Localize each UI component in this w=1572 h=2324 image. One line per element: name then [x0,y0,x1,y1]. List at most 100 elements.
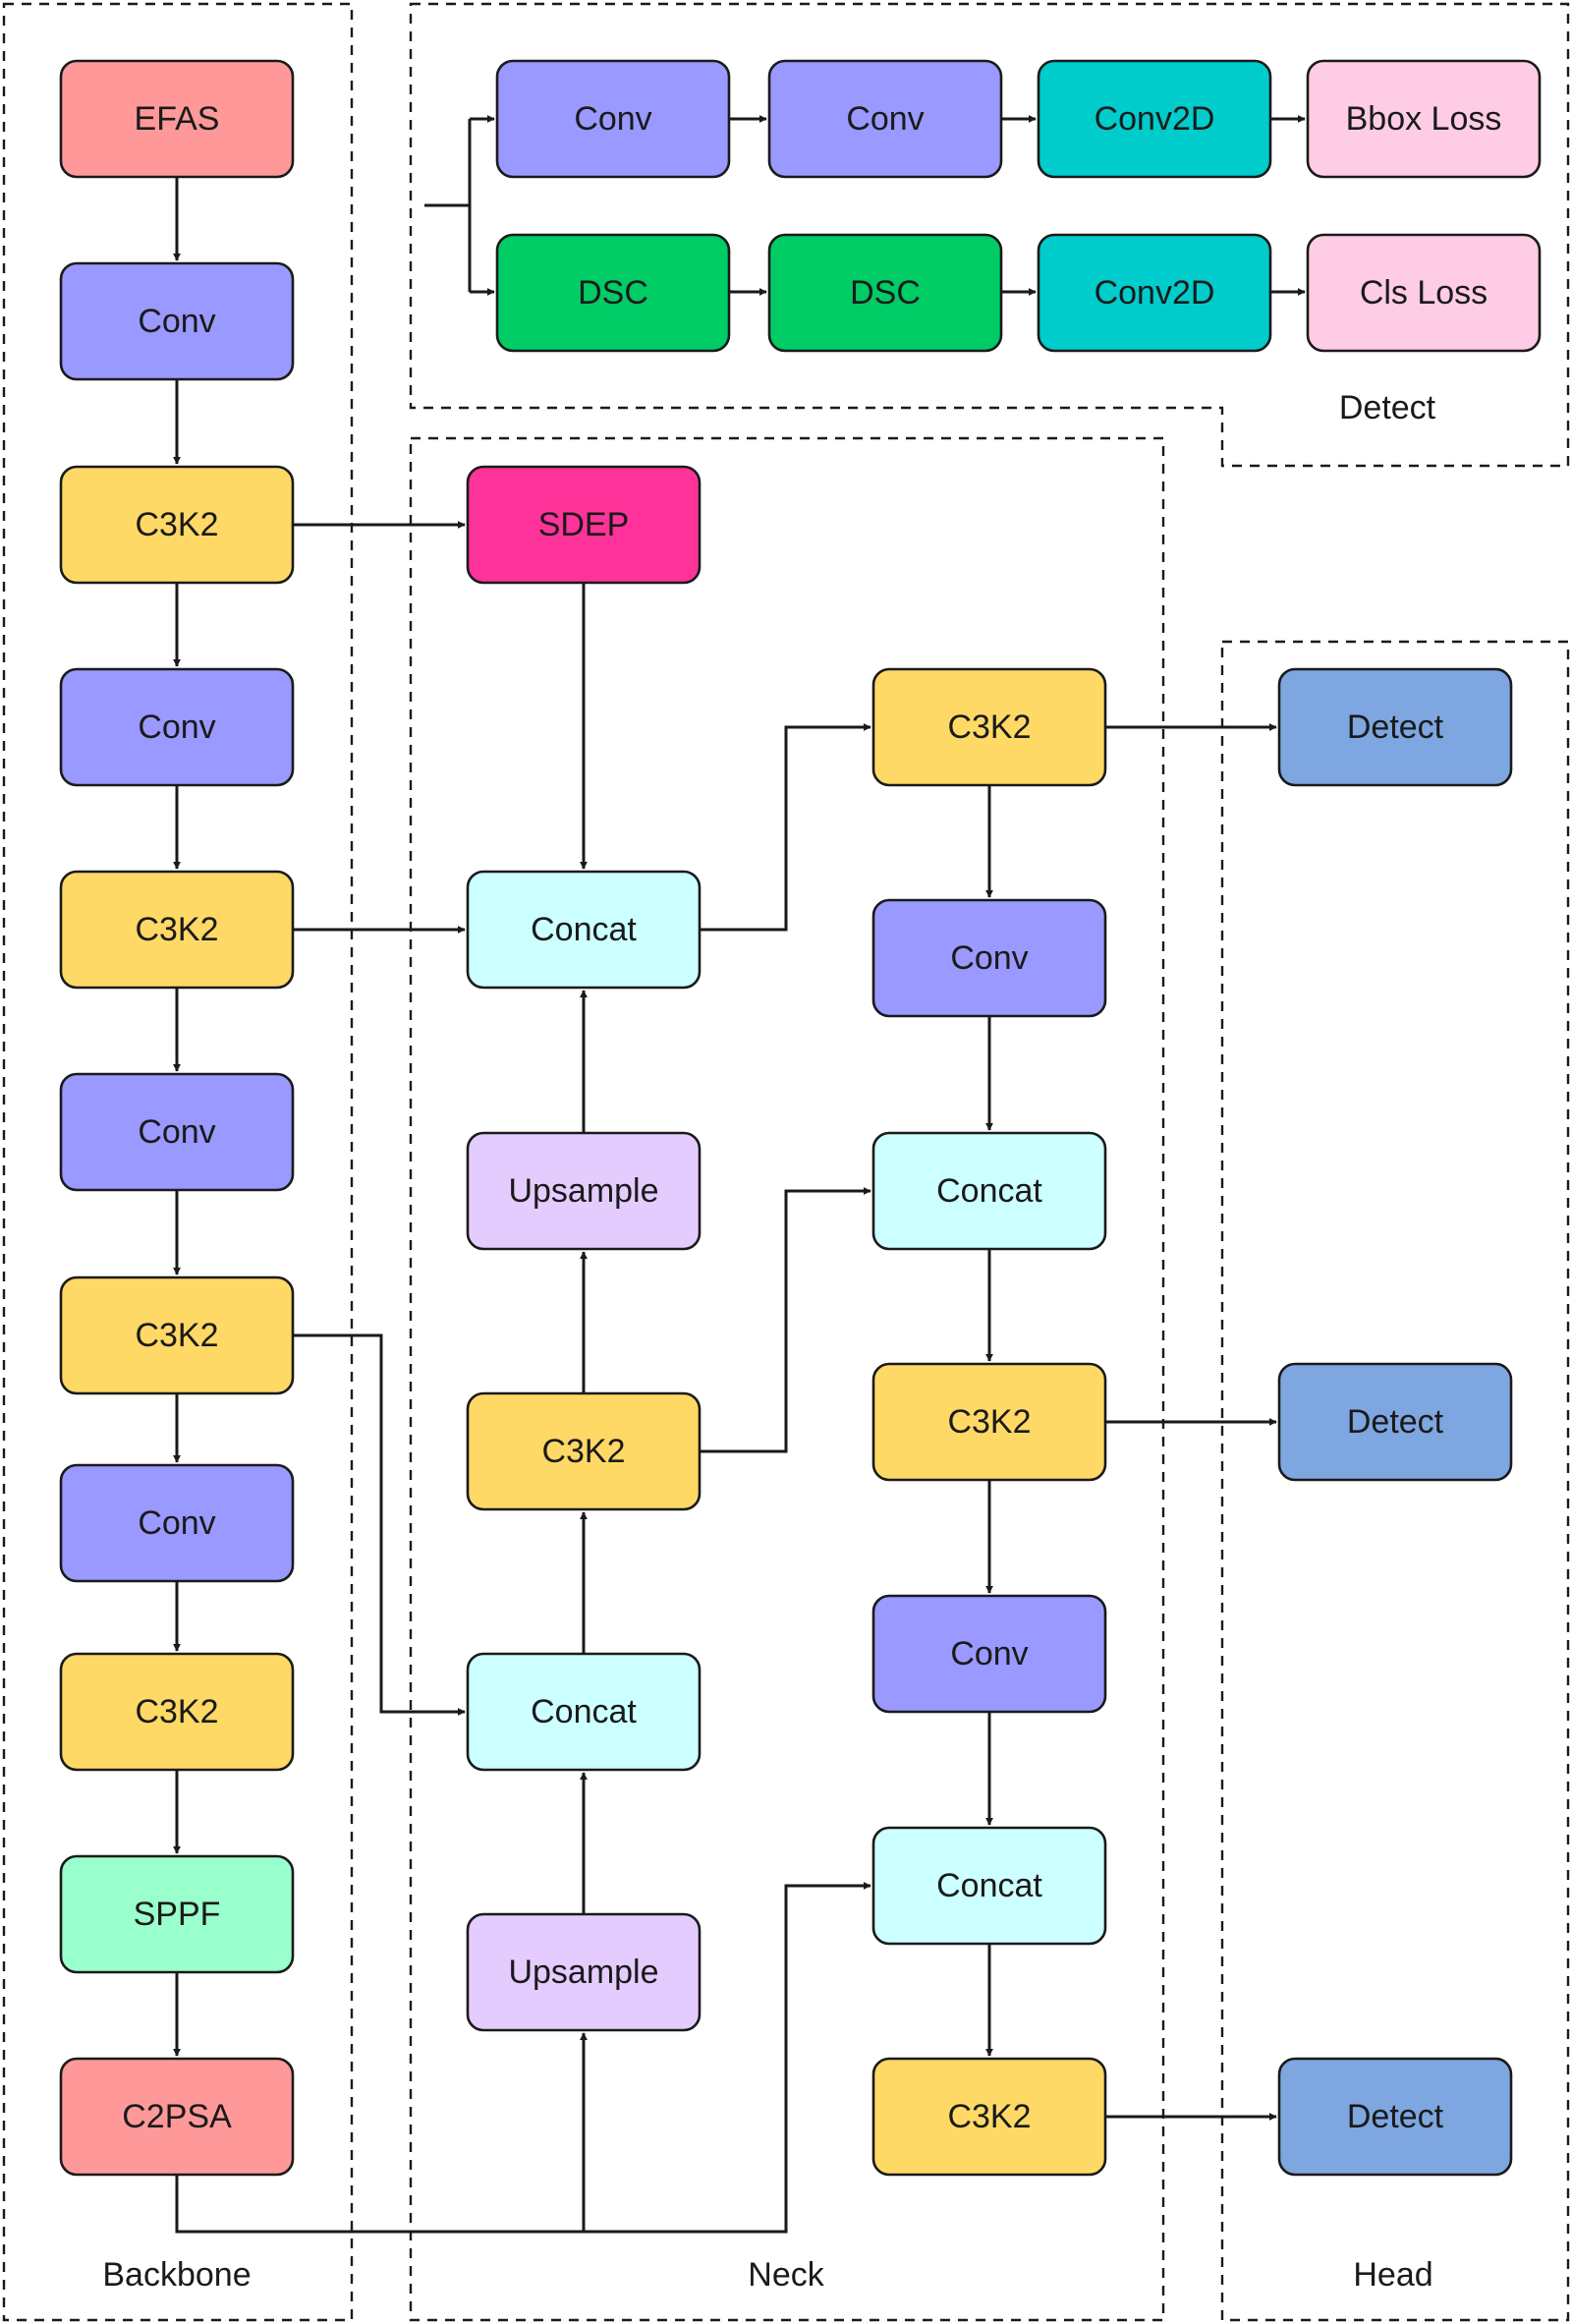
neck-upsample-1-label: Upsample [508,1172,658,1210]
neck-concat-2-label: Concat [531,1693,637,1730]
head-detect-3: Detect [1277,2057,1513,2177]
sdep-block-box [466,465,702,585]
backbone-conv-2-label: Conv [138,709,215,746]
neck-concat-p3-box [871,1826,1107,1946]
c2psa-block-label: C2PSA [122,2098,232,2135]
head-detect-3-label: Detect [1347,2098,1444,2135]
head-detect-2-label: Detect [1347,1403,1444,1441]
sppf-block-label: SPPF [134,1896,221,1933]
detect-conv-1-label: Conv [574,100,651,138]
backbone-c3k2-4-box [59,1652,295,1772]
bbox-loss-block-label: Bbox Loss [1346,100,1502,138]
backbone-c3k2-3-label: C3K2 [135,1317,218,1354]
backbone-conv-3: Conv [59,1072,295,1192]
cls-loss-block: Cls Loss [1306,233,1542,353]
neck-c3k2-p1-label: C3K2 [947,709,1031,746]
flow-arrow [700,723,871,932]
neck-concat-1-box [466,870,702,990]
head-detect-1: Detect [1277,667,1513,787]
sppf-block: SPPF [59,1854,295,1974]
sppf-block-box [59,1854,295,1974]
head-detect-1-box [1277,667,1513,787]
backbone-conv-1-box [59,261,295,381]
detect-conv-2-box [767,59,1003,179]
backbone-c3k2-2-label: C3K2 [135,911,218,948]
detect-conv2d-2-label: Conv2D [1095,274,1215,312]
backbone-c3k2-1-label: C3K2 [135,506,218,543]
neck-region: Neck [409,436,1165,2322]
detect-dsc-1-box [495,233,731,353]
efas-block-label: EFAS [135,100,220,138]
detect-conv-2-label: Conv [846,100,924,138]
head-region: Head [1220,640,1570,2322]
neck-concat-p3: Concat [871,1826,1107,1946]
backbone-conv-2-box [59,667,295,787]
backbone-c3k2-4-label: C3K2 [135,1693,218,1730]
neck-c3k2-a-label: C3K2 [541,1433,625,1470]
backbone-conv-1: Conv [59,261,295,381]
detect-dsc-1: DSC [495,233,731,353]
neck-c3k2-p1: C3K2 [871,667,1107,787]
backbone-c3k2-3-box [59,1275,295,1395]
neck-c3k2-p3: C3K2 [871,2057,1107,2177]
head-detect-3-box [1277,2057,1513,2177]
head-detect-2-box [1277,1362,1513,1482]
backbone-region-border [2,2,354,2322]
neck-c3k2-p2: C3K2 [871,1362,1107,1482]
neck-conv-p1-label: Conv [950,939,1028,977]
neck-c3k2-p2-label: C3K2 [947,1403,1031,1441]
backbone-region: Backbone [2,2,354,2322]
neck-c3k2-p1-box [871,667,1107,787]
backbone-conv-3-label: Conv [138,1113,215,1151]
detect-dsc-2: DSC [767,233,1003,353]
neck-conv-p2-label: Conv [950,1635,1028,1672]
sdep-block-label: SDEP [538,506,630,543]
sdep-block: SDEP [466,465,702,585]
backbone-conv-4: Conv [59,1463,295,1583]
detect-dsc-2-label: DSC [850,274,921,312]
neck-conv-p2: Conv [871,1594,1107,1714]
neck-upsample-1-box [466,1131,702,1251]
neck-upsample-1: Upsample [466,1131,702,1251]
backbone-conv-2: Conv [59,667,295,787]
neck-concat-p2-box [871,1131,1107,1251]
backbone-conv-1-label: Conv [138,303,215,340]
neck-region-border [409,436,1165,2322]
neck-conv-p1-box [871,898,1107,1018]
neck-conv-p2-box [871,1594,1107,1714]
neck-c3k2-a: C3K2 [466,1391,702,1511]
neck-c3k2-p2-box [871,1362,1107,1482]
backbone-conv-3-box [59,1072,295,1192]
neck-upsample-2-box [466,1912,702,2032]
neck-upsample-2: Upsample [466,1912,702,2032]
neck-conv-p1: Conv [871,898,1107,1018]
neck-region-label: Neck [748,2256,824,2294]
detect-conv2d-1-label: Conv2D [1095,100,1215,138]
backbone-region-label: Backbone [102,2256,251,2294]
backbone-c3k2-4: C3K2 [59,1652,295,1772]
backbone-c3k2-3: C3K2 [59,1275,295,1395]
detect-conv2d-1-box [1037,59,1272,179]
head-region-border [1220,640,1570,2322]
neck-concat-2: Concat [466,1652,702,1772]
neck-concat-p2: Concat [871,1131,1107,1251]
neck-concat-p3-label: Concat [936,1867,1042,1904]
detect-conv-1-box [495,59,731,179]
detect-dsc-1-label: DSC [578,274,648,312]
c2psa-block-box [59,2057,295,2177]
cls-loss-block-label: Cls Loss [1360,274,1488,312]
head-detect-1-label: Detect [1347,709,1444,746]
efas-block: EFAS [59,59,295,179]
backbone-c3k2-1: C3K2 [59,465,295,585]
neck-concat-1-label: Concat [531,911,637,948]
backbone-c3k2-1-box [59,465,295,585]
bbox-loss-block: Bbox Loss [1306,59,1542,179]
head-region-label: Head [1353,2256,1432,2294]
detect-conv-1: Conv [495,59,731,179]
edges-layer [173,115,1306,2234]
head-detect-2: Detect [1277,1362,1513,1482]
detect-conv2d-2-box [1037,233,1272,353]
detect-conv-2: Conv [767,59,1003,179]
